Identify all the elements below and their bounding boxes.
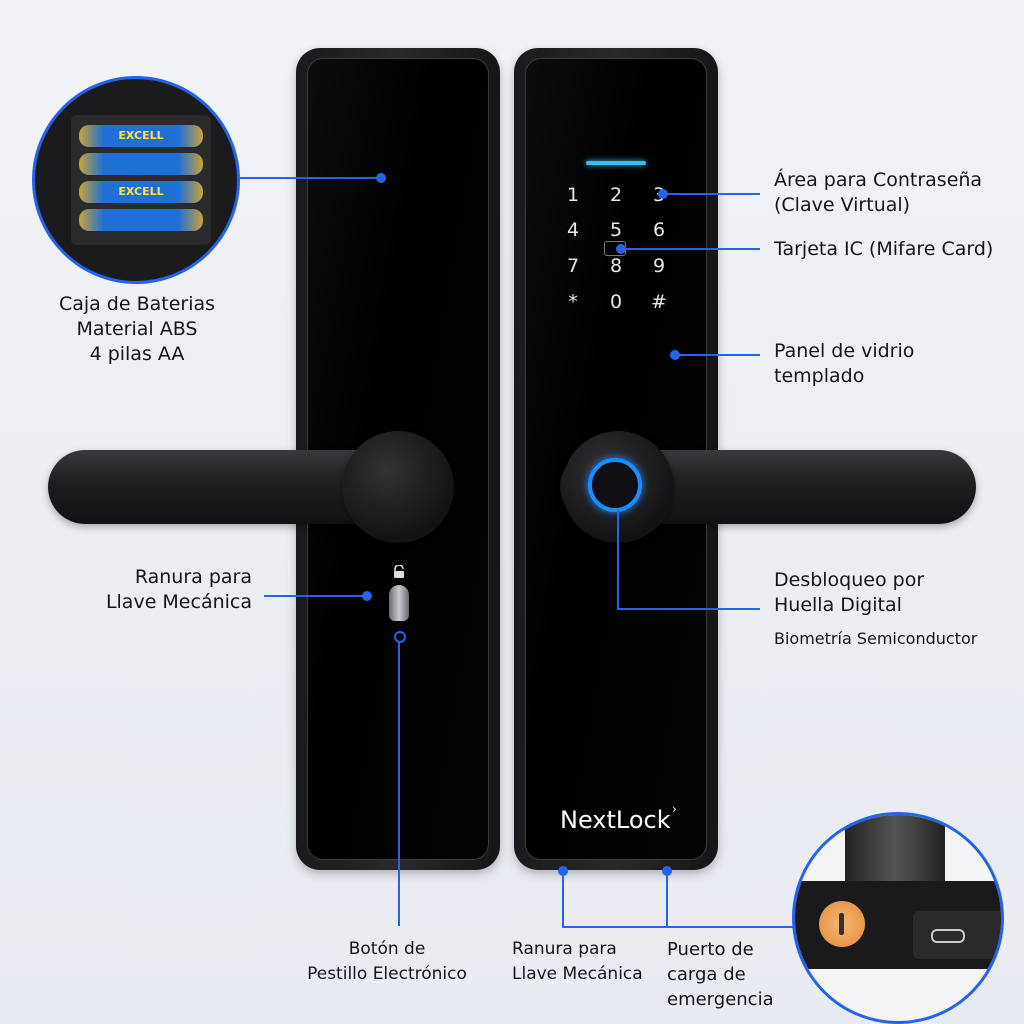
callout-line	[398, 641, 400, 926]
label-glass-panel: Panel de vidrio templado	[774, 339, 914, 389]
label-line: Huella Digital	[774, 594, 902, 616]
label-charging-port: Puerto de carga de emergencia	[667, 937, 774, 1012]
label-line: Desbloqueo por	[774, 569, 925, 591]
label-latch-button: Botón de Pestillo Electrónico	[287, 937, 487, 987]
keypad-key: 6	[652, 219, 666, 241]
keypad-key: 5	[609, 219, 623, 241]
label-line: Llave Mecánica	[512, 964, 643, 984]
callout-dot	[616, 244, 626, 254]
keypad-key: 0	[609, 291, 623, 313]
label-fingerprint: Desbloqueo por Huella Digital	[774, 568, 924, 618]
key-slot	[389, 585, 409, 621]
label-ic-card: Tarjeta IC (Mifare Card)	[774, 238, 994, 260]
label-line: templado	[774, 365, 865, 387]
keypad-key: 2	[609, 184, 623, 206]
callout-line	[264, 595, 366, 597]
port-cover	[913, 911, 1001, 959]
label-line: Ranura para	[512, 939, 617, 959]
callout-dot	[670, 350, 680, 360]
label-line: Material ABS	[76, 318, 198, 340]
label-key-slot-left: Ranura para Llave Mecánica	[52, 565, 252, 615]
keypad-key: 4	[566, 219, 580, 241]
callout-line	[617, 510, 619, 610]
callout-line	[238, 177, 380, 179]
battery	[79, 209, 203, 231]
key-cylinder	[819, 901, 865, 947]
label-fingerprint-sub: Biometría Semiconductor	[774, 629, 978, 648]
label-line: emergencia	[667, 989, 774, 1010]
label-line: Botón de	[348, 939, 426, 959]
lock-icon	[392, 564, 406, 578]
callout-dot	[362, 591, 372, 601]
brand-logo: NextLock	[560, 806, 671, 834]
callout-line	[618, 248, 760, 250]
label-line: (Clave Virtual)	[774, 194, 911, 216]
keypad-key: 9	[652, 255, 666, 277]
callout-line	[562, 870, 564, 928]
label-password-area: Área para Contraseña (Clave Virtual)	[774, 168, 982, 218]
battery	[79, 153, 203, 175]
label-line: Área para Contraseña	[774, 169, 983, 191]
back-rose	[342, 431, 454, 543]
label-battery-box: Caja de Baterias Material ABS 4 pilas AA	[37, 292, 237, 367]
label-line: Llave Mecánica	[105, 591, 252, 613]
keypad-key: 8	[609, 255, 623, 277]
charging-port-closeup	[792, 812, 1004, 1024]
keypad-key: *	[568, 291, 578, 313]
status-indicator	[586, 161, 646, 165]
label-line: Ranura para	[134, 566, 252, 588]
battery-compartment: EXCELL EXCELL	[71, 115, 211, 245]
callout-line	[666, 870, 668, 928]
label-line: Puerto de	[667, 939, 754, 960]
callout-dot	[376, 173, 386, 183]
label-key-slot-bottom: Ranura para Llave Mecánica	[512, 937, 643, 987]
label-line: Panel de vidrio	[774, 340, 915, 362]
callout-line	[562, 926, 794, 928]
callout-line	[660, 193, 760, 195]
usb-c-port-icon	[931, 929, 965, 943]
battery: EXCELL	[79, 181, 203, 203]
battery-box-closeup: EXCELL EXCELL	[32, 76, 240, 284]
keypad-key: 1	[566, 184, 580, 206]
callout-dot	[658, 189, 668, 199]
callout-line	[676, 354, 760, 356]
callout-line	[617, 608, 760, 610]
label-line: Pestillo Electrónico	[307, 964, 467, 984]
keyhole	[839, 913, 844, 935]
logo-arrow-icon: ›	[672, 802, 677, 816]
keypad-key: #	[651, 291, 667, 313]
fingerprint-sensor	[588, 458, 642, 512]
keypad-key: 7	[566, 255, 580, 277]
battery: EXCELL	[79, 125, 203, 147]
handle-base	[845, 815, 945, 885]
label-line: 4 pilas AA	[89, 343, 185, 365]
label-line: Caja de Baterias	[58, 293, 216, 315]
label-line: carga de	[667, 964, 746, 985]
callout-dot	[394, 631, 406, 643]
